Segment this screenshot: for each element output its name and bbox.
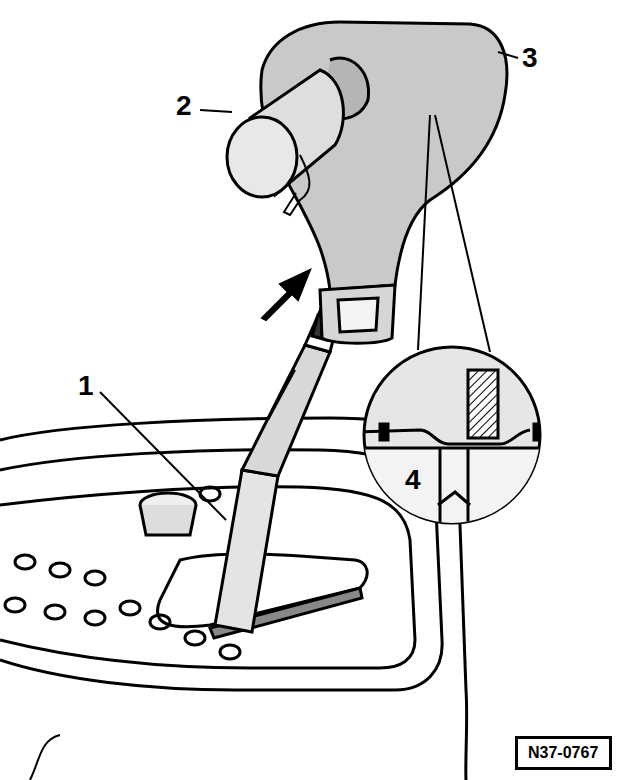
- assembly-arrow: [262, 270, 310, 320]
- figure-code-box: N37-0767: [515, 736, 612, 770]
- figure-code: N37-0767: [528, 745, 599, 761]
- selector-knob: [261, 22, 507, 343]
- callout-number: 3: [522, 44, 538, 72]
- detail-inset: [360, 347, 550, 540]
- callout-number: 1: [78, 372, 94, 400]
- callout-number: 2: [176, 92, 192, 120]
- callout-number: 4: [405, 466, 421, 494]
- selector-lever: [215, 300, 342, 632]
- push-button: [227, 70, 343, 215]
